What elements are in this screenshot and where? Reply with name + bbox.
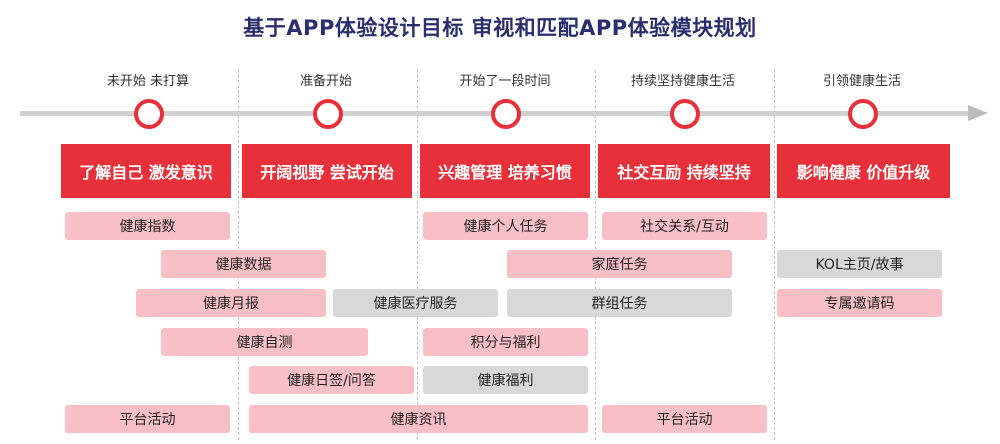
module-medical-service: 健康医疗服务	[333, 289, 498, 317]
module-family-task: 家庭任务	[507, 250, 732, 278]
module-group-task: 群组任务	[507, 289, 732, 317]
timeline-arrow-icon	[968, 105, 988, 121]
stage-box-2: 开阔视野 尝试开始	[242, 144, 412, 198]
stage-box-3: 兴趣管理 培养习惯	[420, 144, 590, 198]
stage-box-5: 影响健康 价值升级	[777, 144, 950, 198]
module-daily-sign: 健康日签/问答	[249, 366, 414, 394]
stage-label-2: 准备开始	[299, 74, 352, 89]
stage-divider	[774, 70, 775, 440]
milestone-circle-5	[848, 99, 878, 129]
module-self-test: 健康自测	[161, 328, 368, 356]
module-health-welfare: 健康福利	[423, 366, 588, 394]
module-platform-activity-1: 平台活动	[65, 405, 230, 433]
stage-label-5: 引领健康生活	[822, 74, 901, 89]
milestone-circle-3	[491, 99, 521, 129]
module-health-news: 健康资讯	[249, 405, 588, 433]
stage-divider	[417, 70, 418, 440]
module-invite-code: 专属邀请码	[777, 289, 942, 317]
stage-label-1: 未开始 未打算	[106, 74, 190, 89]
stage-box-4: 社交互励 持续坚持	[598, 144, 770, 198]
milestone-circle-2	[313, 99, 343, 129]
module-points-benefits: 积分与福利	[423, 328, 588, 356]
module-health-data: 健康数据	[161, 250, 326, 278]
stage-label-4: 持续坚持健康生活	[630, 74, 735, 89]
stage-box-1: 了解自己 激发意识	[61, 144, 231, 198]
stage-label-3: 开始了一段时间	[459, 74, 551, 89]
module-platform-activity-2: 平台活动	[602, 405, 767, 433]
module-health-monthly: 健康月报	[136, 289, 326, 317]
module-personal-task: 健康个人任务	[423, 212, 588, 240]
milestone-circle-4	[670, 99, 700, 129]
module-health-index: 健康指数	[65, 212, 230, 240]
module-kol-page: KOL主页/故事	[777, 250, 942, 278]
module-social-relations: 社交关系/互动	[602, 212, 767, 240]
diagram-title: 基于APP体验设计目标 审视和匹配APP体验模块规划	[243, 16, 757, 40]
milestone-circle-1	[134, 99, 164, 129]
